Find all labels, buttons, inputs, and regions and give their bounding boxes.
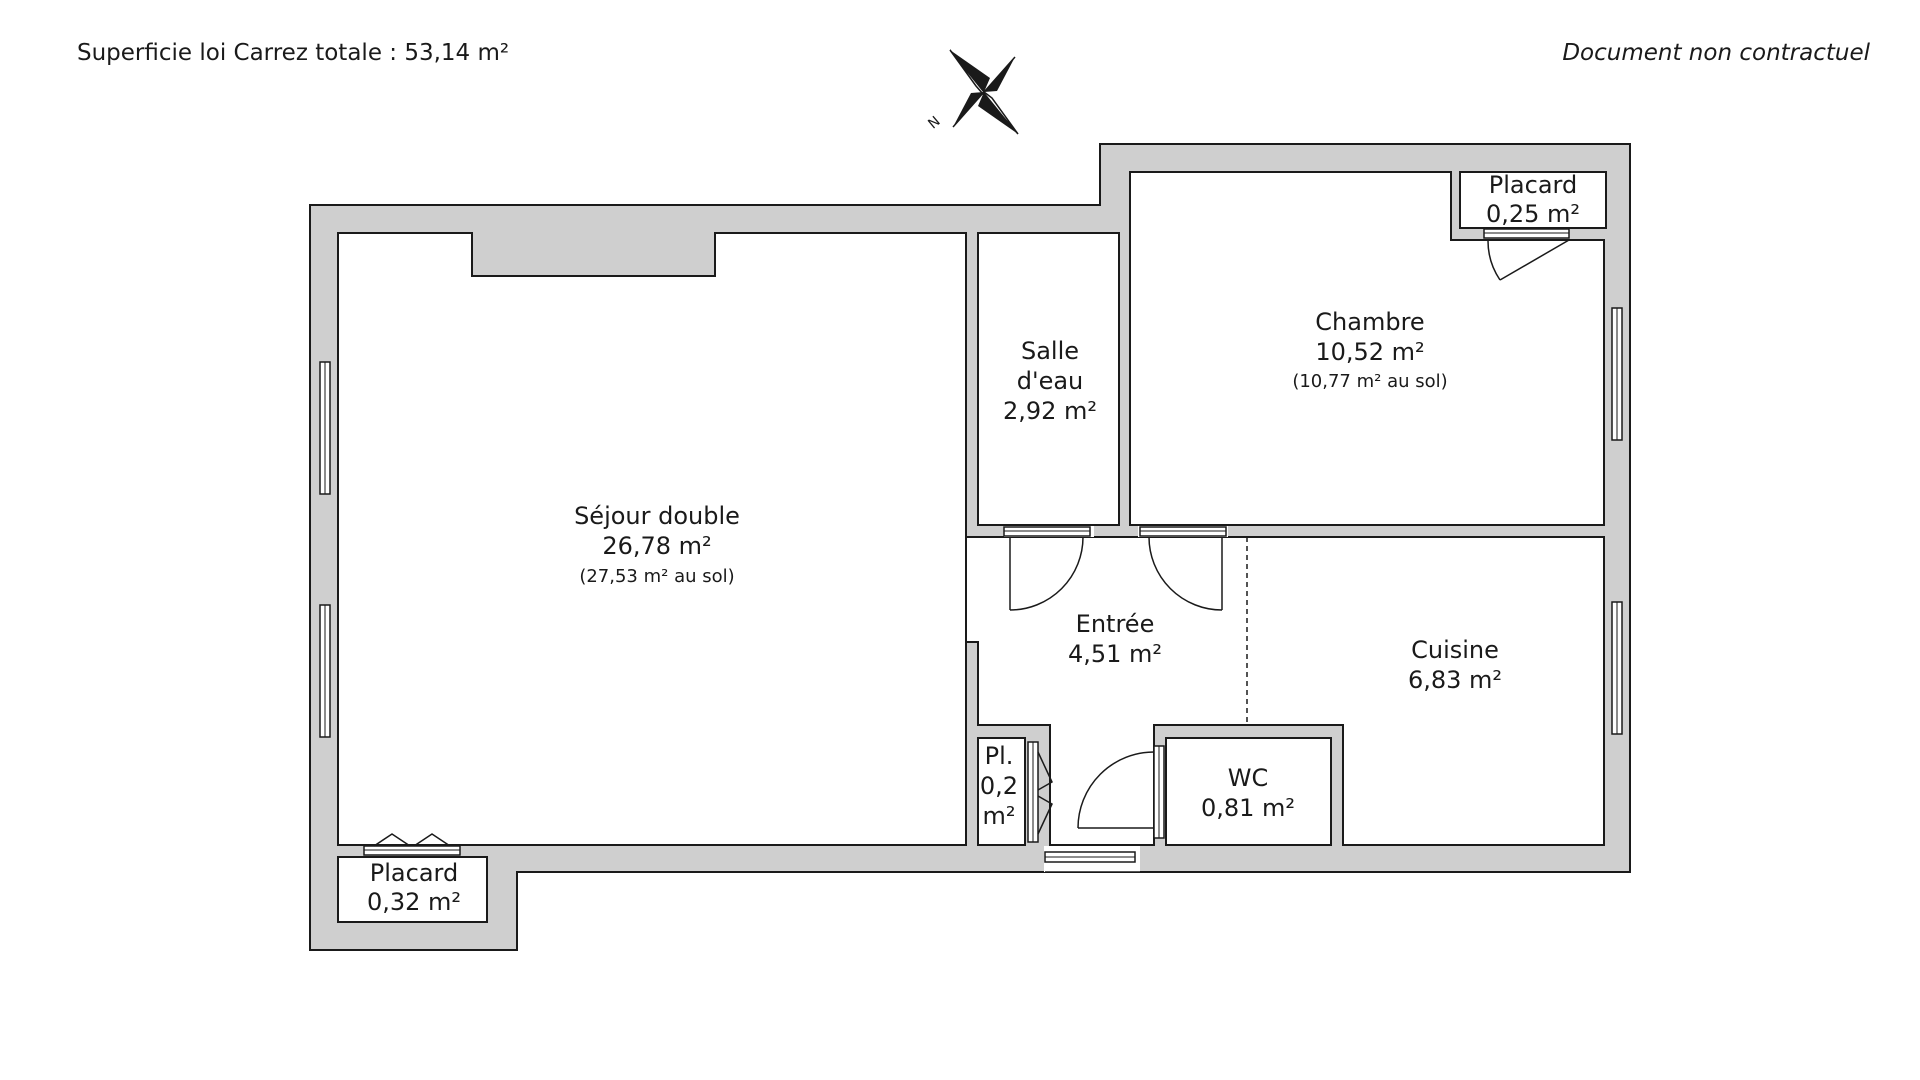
sejour-floor-area: (27,53 m² au sol) [579,566,734,587]
salle-eau-area: 2,92 m² [1003,397,1097,425]
salle-eau-name-2: d'eau [1017,367,1084,395]
compass-north-label: N [925,113,943,132]
chambre-floor-area: (10,77 m² au sol) [1292,371,1447,392]
placard-sejour-area: 0,32 m² [367,888,461,916]
door-placard-entree [1027,741,1053,843]
total-surface-label: Superficie loi Carrez totale : 53,14 m² [77,40,510,66]
chambre-area: 10,52 m² [1315,338,1424,366]
placard-entree-line-3: m² [983,802,1016,830]
sejour-area: 26,78 m² [602,532,711,560]
door-entrance [1044,846,1141,873]
placard-sejour-name: Placard [370,859,458,887]
room-placard-entree [977,737,1026,846]
room-salle-eau [977,232,1120,526]
chambre-name: Chambre [1315,308,1424,336]
door-placard-sejour [363,833,461,856]
placard-entree-line-1: Pl. [985,742,1014,770]
room-placard-sejour [337,856,488,923]
entree-area: 4,51 m² [1068,640,1162,668]
entree-name: Entrée [1076,610,1155,638]
door-placard-chambre [1483,228,1570,281]
room-chambre [1129,171,1605,526]
room-sejour [337,232,967,846]
compass-rose-icon: N [925,49,1019,135]
room-wc [1165,737,1332,846]
cuisine-area: 6,83 m² [1408,666,1502,694]
door-salle-eau [1003,526,1094,611]
room-placard-chambre [1459,171,1607,229]
door-chambre [1138,526,1228,611]
wc-name: WC [1228,764,1269,792]
door-wc [1077,745,1165,839]
room-entree-cuisine [965,536,1605,846]
cuisine-name: Cuisine [1411,636,1499,664]
sejour-name: Séjour double [574,502,740,530]
salle-eau-name-1: Salle [1021,337,1079,365]
placard-chambre-area: 0,25 m² [1486,200,1580,228]
wc-area: 0,81 m² [1201,794,1295,822]
placard-entree-line-2: 0,2 [980,772,1018,800]
disclaimer-label: Document non contractuel [1562,40,1870,66]
placard-chambre-name: Placard [1489,171,1577,199]
